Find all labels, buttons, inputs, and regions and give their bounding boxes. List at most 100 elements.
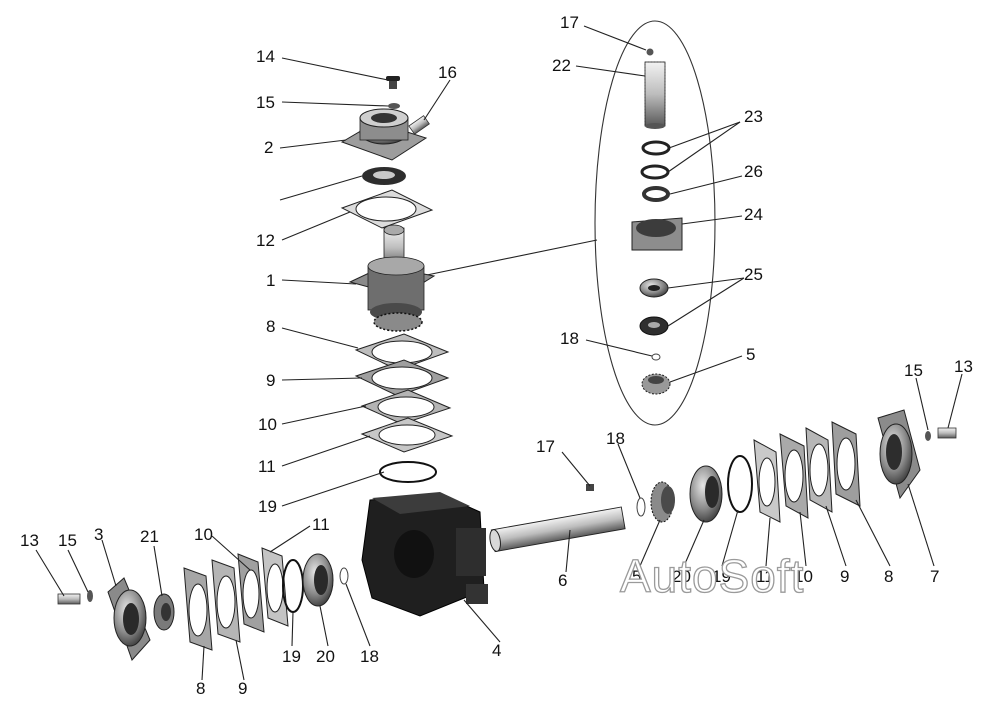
callout-26: 26	[744, 162, 763, 181]
part-15-washer-left	[87, 590, 93, 602]
leader-19-upper	[281, 471, 385, 507]
leader-3	[101, 539, 117, 587]
part-17-pin-top	[646, 48, 654, 56]
callout-19-left: 19	[282, 647, 301, 666]
callout-8-upper: 8	[266, 317, 275, 336]
part-19-oring-right	[727, 455, 753, 513]
leader-7	[907, 483, 935, 567]
leader-12	[281, 211, 351, 241]
callout-7: 7	[930, 567, 939, 586]
part-22-shaft	[644, 61, 666, 129]
leader-20-right	[683, 519, 705, 567]
part-18-ring-right	[636, 497, 646, 517]
part-15-washer	[388, 103, 400, 109]
part-11-gasket-upper	[360, 417, 454, 453]
leader-23b	[667, 121, 741, 173]
part-25-bearings	[639, 278, 669, 336]
callout-14: 14	[256, 47, 275, 66]
part-10-gasket-right	[779, 433, 809, 519]
part-5-gear-detail	[641, 373, 671, 395]
callout-9-upper: 9	[266, 371, 275, 390]
callout-11-upper: 11	[258, 457, 276, 476]
part-8-gasket-upper	[354, 333, 450, 371]
leader-5-right	[639, 519, 661, 567]
leader-18-detail	[585, 339, 653, 357]
leader-4	[463, 599, 501, 643]
leader-5-detail	[669, 355, 743, 383]
part-6-shaft	[489, 506, 626, 553]
part-16-bolt	[408, 115, 430, 135]
part-10-gasket-left	[237, 553, 265, 633]
leader-18-right	[617, 443, 641, 499]
callout-25: 25	[744, 265, 763, 284]
leader-23a	[668, 121, 741, 149]
callout-23: 23	[744, 107, 763, 126]
leader-6	[565, 529, 571, 573]
leader-9-left	[235, 639, 245, 681]
leader-8-upper	[281, 327, 359, 349]
callout-8-right: 8	[884, 567, 893, 586]
callout-8-left: 8	[196, 679, 205, 698]
leader-22	[575, 65, 646, 77]
leader-ring	[279, 175, 363, 201]
callout-1: 1	[266, 271, 275, 290]
part-13-bolt-right	[937, 427, 957, 439]
leader-15-top	[281, 101, 389, 107]
leader-15-right	[915, 377, 929, 431]
part-3-cover-left	[107, 577, 151, 661]
leader-17-top	[583, 25, 647, 51]
part-12-gasket	[340, 189, 434, 229]
callout-21: 21	[140, 527, 159, 546]
callout-6: 6	[558, 571, 567, 590]
leader-16	[423, 79, 451, 121]
leader-15-left	[67, 549, 89, 593]
callout-10-upper: 10	[258, 415, 277, 434]
callout-5-right: 5	[632, 567, 641, 586]
leader-11-upper	[281, 435, 371, 467]
leader-25a	[667, 277, 745, 289]
callout-15-right: 15	[904, 361, 923, 380]
callout-9-right: 9	[840, 567, 849, 586]
callout-24: 24	[744, 205, 763, 224]
part-24-flange	[631, 217, 683, 251]
part-11-gasket-right	[753, 439, 781, 523]
leader-18-left	[345, 583, 371, 647]
callout-2: 2	[264, 138, 273, 157]
part-10-gasket-upper	[360, 389, 452, 425]
part-26-ring	[642, 186, 670, 202]
callout-17-top: 17	[560, 13, 579, 32]
part-20-bearing-right	[689, 465, 723, 523]
callout-11-left: 11	[312, 515, 330, 534]
detail-group-outline	[594, 20, 716, 426]
part-15-washer-right	[925, 431, 931, 441]
callout-12: 12	[256, 231, 275, 250]
callout-4: 4	[492, 641, 501, 660]
callout-10-left: 10	[194, 525, 213, 544]
callout-19-right: 19	[712, 567, 731, 586]
callout-3: 3	[94, 525, 103, 544]
part-14-screw	[386, 76, 400, 89]
part-18-ring-left	[339, 567, 349, 585]
part-17-pin-shaft	[586, 484, 594, 491]
part-5-gear-right	[650, 481, 675, 523]
callout-20-left: 20	[316, 647, 335, 666]
part-23-rings	[640, 140, 671, 180]
callout-18-left: 18	[360, 647, 379, 666]
callout-19-upper: 19	[258, 497, 277, 516]
leader-8-left	[201, 645, 205, 681]
callout-16: 16	[438, 63, 457, 82]
callout-5-detail: 5	[746, 345, 755, 364]
callout-20-right: 20	[672, 567, 691, 586]
part-21-seal-left	[153, 593, 175, 631]
callout-9-left: 9	[238, 679, 247, 698]
part-8-gasket-right	[831, 421, 861, 507]
callout-22: 22	[552, 56, 571, 75]
callout-10-right: 10	[794, 567, 813, 586]
watermark: AutoSoft	[620, 550, 804, 602]
leader-26	[669, 175, 743, 195]
leader-11-left	[269, 525, 311, 553]
part-19-oring-left	[282, 559, 304, 613]
callout-15-left: 15	[58, 531, 77, 550]
leader-21	[153, 545, 163, 597]
part-9-gasket-upper	[354, 359, 450, 397]
